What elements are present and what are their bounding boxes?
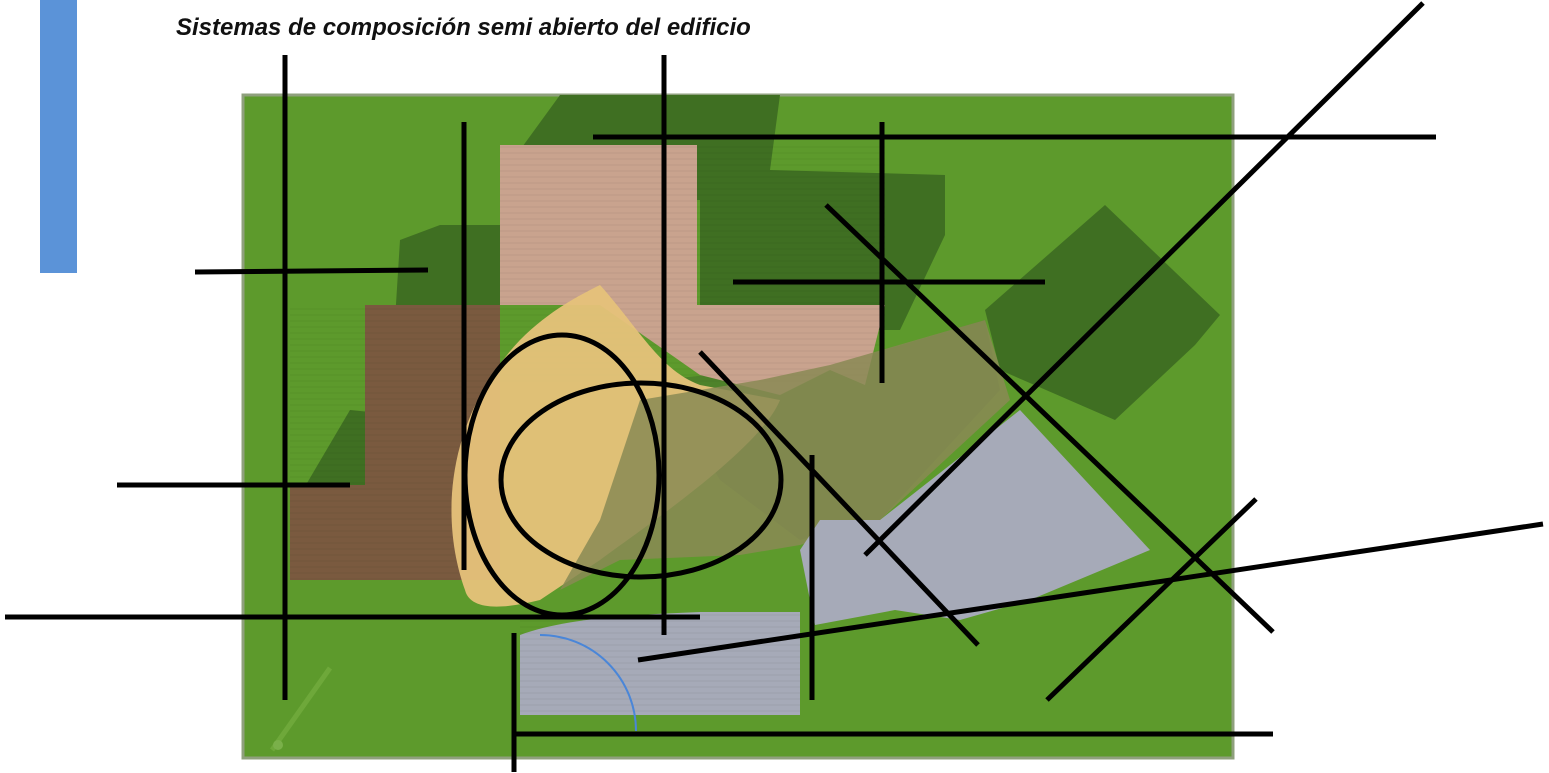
quarter-arc bbox=[539, 634, 637, 732]
ellipse-horizontal bbox=[498, 380, 784, 580]
axis-line bbox=[194, 267, 429, 275]
accent-bar bbox=[40, 0, 77, 273]
composition-lines bbox=[5, 1, 1544, 772]
slide-title: Sistemas de composición semi abierto del… bbox=[176, 14, 751, 41]
roof-grey-texture bbox=[520, 612, 800, 715]
compass-needle-icon bbox=[269, 666, 333, 752]
shadow-left bbox=[395, 225, 500, 320]
roof-grey-right bbox=[800, 410, 1150, 625]
shadow-right bbox=[985, 205, 1220, 420]
roof-yellow bbox=[451, 285, 780, 607]
axis-line bbox=[1045, 497, 1258, 702]
axis-line bbox=[637, 521, 1544, 663]
axis-line bbox=[824, 203, 1275, 634]
axis-line bbox=[863, 1, 1425, 557]
axis-line bbox=[698, 350, 980, 647]
roof-olive bbox=[560, 320, 1010, 590]
